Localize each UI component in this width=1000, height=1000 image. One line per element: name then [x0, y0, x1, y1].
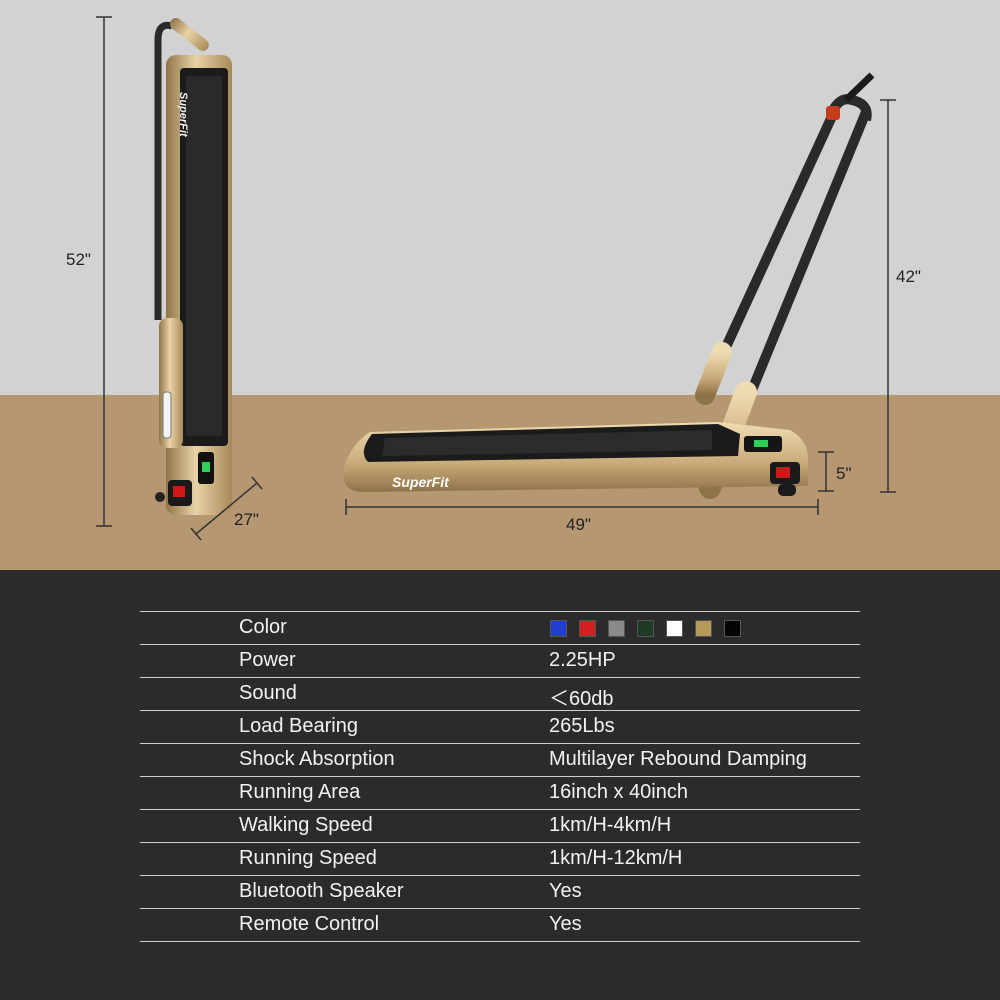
- spec-row: Sound ＜60db: [140, 677, 860, 710]
- spec-label: Bluetooth Speaker: [239, 880, 404, 902]
- spec-table: Color Power 2.25HP Sound ＜60db Load Bear…: [140, 611, 860, 942]
- product-hero: SuperFit SuperFit: [0, 0, 1000, 570]
- spec-label: Power: [239, 649, 296, 671]
- spec-label: Load Bearing: [239, 715, 358, 737]
- color-swatches: [550, 620, 741, 637]
- dimension-handle-height: 42": [896, 267, 921, 286]
- color-swatch-red: [579, 620, 596, 637]
- spec-row: Walking Speed 1km/H-4km/H: [140, 809, 860, 842]
- brand-logo: SuperFit: [392, 474, 450, 490]
- spec-row: Running Speed 1km/H-12km/H: [140, 842, 860, 875]
- spec-label: Running Speed: [239, 847, 377, 869]
- spec-row: Bluetooth Speaker Yes: [140, 875, 860, 908]
- spec-value: 16inch x 40inch: [549, 781, 688, 803]
- spec-label: Remote Control: [239, 913, 380, 935]
- spec-row: Running Area 16inch x 40inch: [140, 776, 860, 809]
- spec-row: Power 2.25HP: [140, 644, 860, 677]
- spec-value: 1km/H-12km/H: [549, 847, 683, 869]
- spec-label: Color: [239, 616, 287, 638]
- color-swatch-gold: [695, 620, 712, 637]
- dimension-lines: [96, 16, 896, 541]
- spec-value: 2.25HP: [549, 649, 616, 671]
- spec-label: Sound: [239, 682, 297, 704]
- spec-row: Load Bearing 265Lbs: [140, 710, 860, 743]
- spec-label: Walking Speed: [239, 814, 373, 836]
- spec-value: ＜60db: [549, 688, 614, 710]
- spec-row: Shock Absorption Multilayer Rebound Damp…: [140, 743, 860, 776]
- spec-panel: Color Power 2.25HP Sound ＜60db Load Bear…: [0, 570, 1000, 1000]
- spec-row: Remote Control Yes: [140, 908, 860, 942]
- color-swatch-gray: [608, 620, 625, 637]
- color-swatch-dark-green: [637, 620, 654, 637]
- spec-value: Yes: [549, 880, 582, 902]
- dimension-depth-folded: 27": [234, 510, 259, 529]
- folded-treadmill: SuperFit: [154, 18, 232, 515]
- spec-label: Running Area: [239, 781, 361, 803]
- spec-label: Shock Absorption: [239, 748, 395, 770]
- spec-value: 265Lbs: [549, 715, 615, 737]
- spec-row-color: Color: [140, 611, 860, 644]
- spec-value: 1km/H-4km/H: [549, 814, 672, 836]
- color-swatch-white: [666, 620, 683, 637]
- dimension-deck-height: 5": [836, 464, 852, 483]
- unfolded-treadmill: SuperFit: [344, 72, 875, 499]
- spec-value: Multilayer Rebound Damping: [549, 748, 807, 770]
- dimension-length: 49": [566, 515, 591, 534]
- dimension-height-folded: 52": [66, 250, 91, 269]
- brand-logo-side: SuperFit: [177, 92, 189, 138]
- spec-value: Yes: [549, 913, 582, 935]
- color-swatch-blue: [550, 620, 567, 637]
- treadmill-illustration: SuperFit SuperFit: [96, 16, 896, 541]
- color-swatch-black: [724, 620, 741, 637]
